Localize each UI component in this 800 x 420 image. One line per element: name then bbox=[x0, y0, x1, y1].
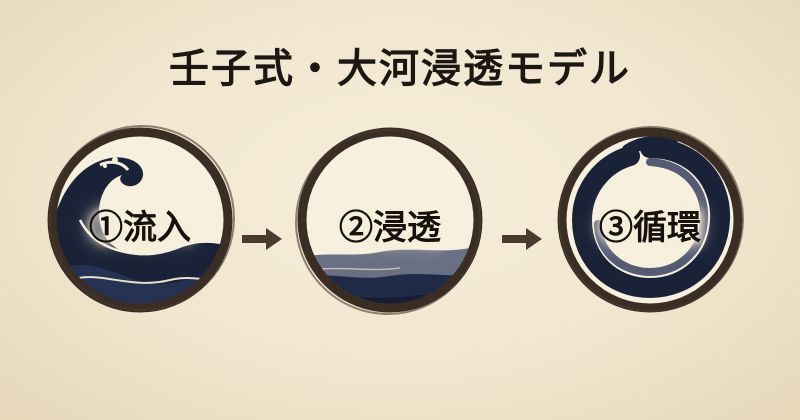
page-title: 壬子式・大河浸透モデル bbox=[169, 45, 631, 92]
stage-circulation: ③循環 bbox=[550, 120, 750, 320]
calm-waves-icon bbox=[295, 127, 483, 315]
arrow-right-icon bbox=[242, 228, 282, 250]
stage-label-circulation: ③循環 bbox=[599, 208, 701, 248]
stage-permeation: ②浸透 bbox=[290, 120, 490, 320]
stage-inflow: ①流入 bbox=[40, 120, 240, 320]
stage-label-inflow: ①流入 bbox=[89, 208, 191, 248]
ink-swirl-icon bbox=[557, 126, 744, 313]
arrow-right-icon bbox=[502, 228, 542, 250]
stage-label-permeation: ②浸透 bbox=[339, 208, 441, 248]
great-wave-icon bbox=[47, 125, 235, 313]
